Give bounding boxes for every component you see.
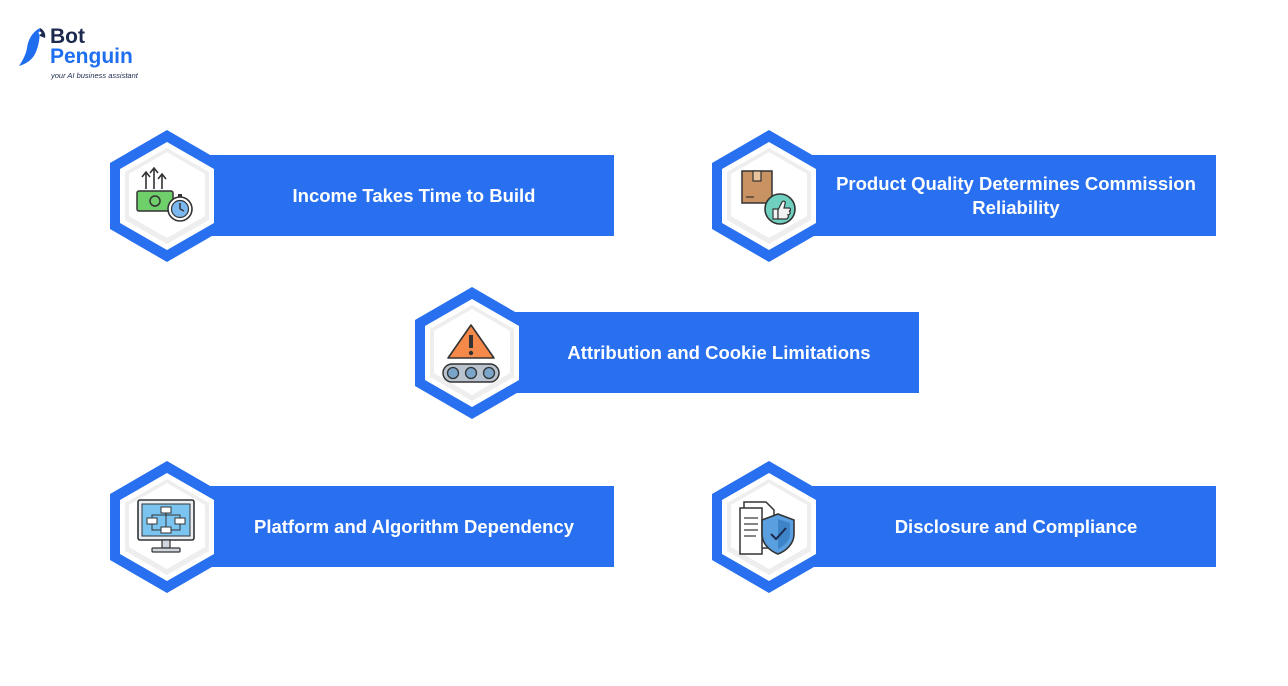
card-label: Platform and Algorithm Dependency: [253, 515, 575, 537]
card-label: Income Takes Time to Build: [292, 184, 536, 206]
card-label: Attribution and Cookie Limitations: [567, 341, 871, 363]
card-platform-dependency: Platform and Algorithm Dependency: [108, 459, 618, 595]
card-bar: Disclosure and Compliance: [796, 486, 1216, 567]
brand-name-line2: Penguin: [50, 45, 133, 68]
money-stopwatch-icon: [136, 166, 193, 222]
warning-conveyor-icon: [442, 324, 500, 383]
card-bar: Income Takes Time to Build: [194, 155, 614, 236]
monitor-flowchart-icon: [137, 499, 195, 553]
brand-logo: Bot Penguin your AI business assistant: [18, 24, 148, 84]
card-product-quality: Product Quality Determines Commission Re…: [710, 128, 1220, 264]
card-label: Disclosure and Compliance: [894, 515, 1138, 537]
card-attribution-cookies: Attribution and Cookie Limitations: [413, 285, 923, 421]
card-bar: Attribution and Cookie Limitations: [499, 312, 919, 393]
document-shield-icon: [739, 501, 795, 555]
brand-name-line1: Bot: [50, 25, 85, 48]
penguin-logo-icon: [19, 28, 46, 66]
card-disclosure-compliance: Disclosure and Compliance: [710, 459, 1220, 595]
box-thumbs-up-icon: [741, 170, 796, 225]
brand-tagline: your AI business assistant: [51, 71, 138, 80]
card-bar: Platform and Algorithm Dependency: [194, 486, 614, 567]
card-income-time: Income Takes Time to Build: [108, 128, 618, 264]
card-bar: Product Quality Determines Commission Re…: [796, 155, 1216, 236]
card-label: Product Quality Determines Commission Re…: [836, 172, 1196, 218]
